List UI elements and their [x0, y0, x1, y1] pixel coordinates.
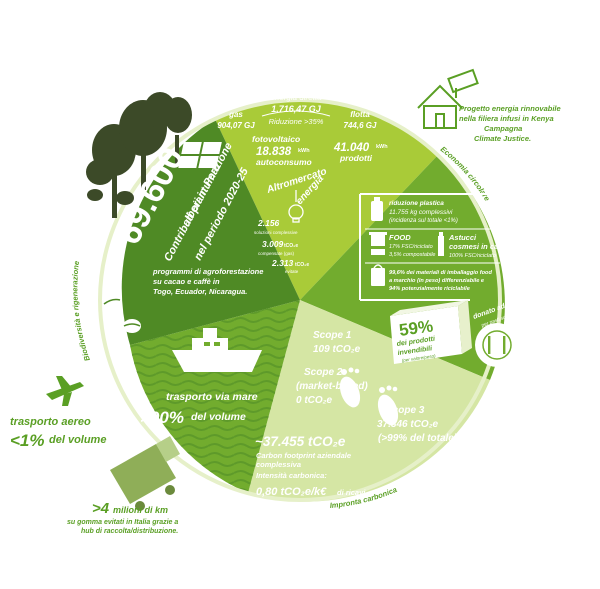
prodotti-label: prodotti [339, 153, 373, 163]
circle-sectors [98, 98, 505, 502]
imballaggio-line1: 99,6% dei materiali di imballaggio food [389, 270, 492, 276]
imballaggio-line2: a marchio (in peso) differenziabile e [389, 278, 484, 284]
autoconsumo-label: autoconsumo [256, 157, 312, 167]
scope3-note: (>99% del totale) [378, 433, 458, 444]
agro-line1: programmi di agroforestazione [152, 267, 263, 276]
aereo-label: trasporto aereo [10, 416, 91, 428]
astucci-value: 100% FSC/riciclato [449, 253, 496, 259]
astucci-label2: cosmesi in carta [449, 242, 508, 251]
economia-frame [359, 193, 510, 301]
agro-line3: Togo, Ecuador, Nicaragua. [153, 287, 247, 296]
mare-pct: >90% [140, 408, 184, 427]
invendibili-line3: (per valore/peso) [401, 353, 436, 363]
scope1-label: Scope 1 [313, 330, 352, 341]
footprint-line1: Carbon footprint aziendale [256, 451, 351, 460]
scope1-value: 109 tCO₂e [313, 344, 361, 355]
sector-biodiversita [121, 119, 300, 345]
plate-cutlery-icon [475, 323, 519, 367]
compensate-label: compensate (gas) [258, 251, 295, 256]
gas-label: gas [228, 110, 243, 119]
bag-icon [371, 264, 385, 286]
wave-pattern [130, 300, 300, 493]
km-desc-line1: su gomma evitati in Italia grazie a [67, 519, 178, 526]
footprint-icon [339, 367, 399, 426]
food-box-icon [369, 232, 387, 255]
food-compostabile: 3,5% compostabile [389, 252, 435, 258]
energia-diretta-label: energia diretta [270, 93, 322, 102]
mare-volume: del volume [191, 411, 246, 423]
plastica-value: 11.755 kg complessivi [389, 209, 453, 216]
compensate-value: 3.009 [262, 239, 284, 249]
plastica-title: riduzione plastica [389, 200, 444, 207]
house-solar-icon [417, 68, 479, 129]
evitate-label: evitate [285, 269, 299, 274]
plastica-note: (incidenza sul totale <1%) [389, 218, 458, 224]
trees-illustration [86, 92, 192, 218]
progetto-kenya: Progetto energia rinnovabile nella filie… [459, 104, 561, 143]
impronta-section: Scope 1 109 tCO₂e Scope 2 (market-based)… [255, 330, 458, 510]
fotovoltaico-unit: kWh [298, 148, 310, 154]
progetto-line4: Climate Justice. [474, 134, 531, 143]
km-desc-line2: hub di raccolta/distribuzione. [81, 528, 178, 535]
invendibili-pct: 59% [398, 316, 434, 340]
fotovoltaico-label: fotovoltaico [252, 134, 300, 144]
bottle-icon [371, 197, 383, 221]
aereo-volume: del volume [49, 434, 106, 446]
arc-label-biodiversita: Biodiversità e rigenerazione [70, 260, 92, 362]
compensate-unit: tCO₂e [284, 243, 298, 249]
ship-icon [172, 328, 262, 372]
mare-label: trasporto via mare [166, 391, 258, 403]
evitate-unit: tCO₂e [295, 262, 309, 268]
truck-icon [110, 436, 180, 511]
intensita-suffix: di ricavi. [337, 488, 367, 497]
invendibili-line2: invendibili [397, 345, 433, 357]
progetto-line2: nella filiera infusi in Kenya [459, 114, 554, 123]
astucci-label: Astucci [448, 233, 477, 242]
footprint-total: ~37.455 tCO₂e [255, 434, 346, 449]
aereo-pct: <1% [10, 431, 45, 450]
intensita-value: 0,80 tCO₂e/k€ [256, 486, 327, 498]
scope3-label: Scope 3 [386, 405, 425, 416]
evitate-value: 2.313 [271, 258, 294, 268]
progetto-line1: Progetto energia rinnovabile [459, 104, 561, 113]
food-fsc: 17% FSC/riciclato [389, 244, 433, 250]
riduzione-label: Riduzione >35% [269, 117, 324, 126]
scope2-label: Scope 2 [304, 367, 343, 378]
prodotti-unit: kWh [376, 144, 388, 150]
invendibili-box [390, 300, 472, 364]
consumi-title: Consumi energetici [257, 78, 337, 88]
arrow-line [261, 110, 331, 117]
gas-value: 904,07 GJ [217, 121, 255, 130]
trasporto-section: trasporto via mare >90% del volume trasp… [10, 328, 262, 535]
intensita-label: Intensità carbonica: [256, 471, 327, 480]
scope2-value: 0 tCO₂e [296, 395, 332, 406]
lightbulb-icon [288, 190, 304, 223]
flotta-label: flotta [350, 110, 370, 119]
airplane-icon [46, 376, 84, 406]
coffee-bean-icon [123, 319, 141, 333]
cacao-bean-icon [102, 293, 122, 311]
progetto-line3: Campagna [484, 124, 522, 133]
km-unit: milioni di km [113, 505, 168, 515]
flotta-value: 744,6 GJ [344, 121, 377, 130]
scope3-value: 37.346 tCO₂e [377, 419, 439, 430]
soluzioni-value: 2.156 [257, 218, 280, 228]
imballaggio-line3: 94% potenzialmente riciclabile [389, 286, 470, 292]
scope2-sub: (market-based) [296, 381, 368, 392]
prodotti-value: 41.040 [333, 142, 370, 154]
agro-line2: su cacao e caffè in [153, 277, 220, 286]
soluzioni-label: soluzioni complessive [254, 230, 298, 235]
sector-energia [215, 99, 438, 300]
footprint-line2: complessiva [256, 460, 301, 469]
cosmetic-tube-icon [438, 232, 444, 256]
energia-totale: 1.716,47 GJ [271, 104, 322, 114]
food-label: FOOD [389, 233, 411, 242]
fotovoltaico-value: 18.838 [256, 146, 292, 158]
solar-panel-icon [178, 142, 222, 168]
km-value: >4 [92, 500, 110, 517]
